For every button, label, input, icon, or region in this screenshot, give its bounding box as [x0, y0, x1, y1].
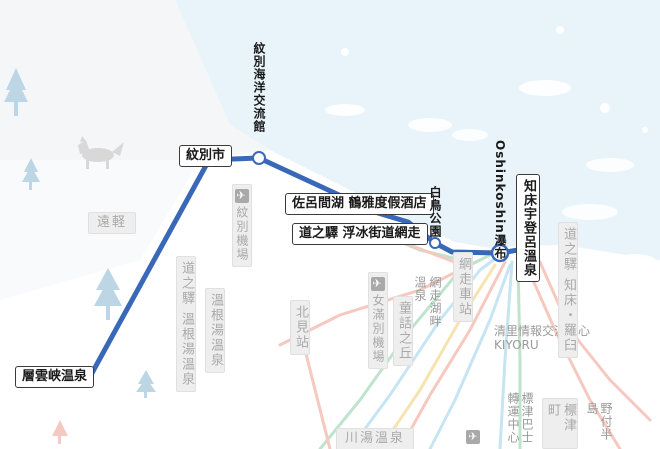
place-kitami-station: 北見站 — [290, 300, 310, 355]
place-abashiri-lakeside: 網走湖畔 — [428, 276, 442, 328]
tree-icon — [94, 268, 122, 320]
airport-icon: ✈ — [235, 189, 249, 203]
node-hakucho[interactable] — [429, 237, 441, 249]
place-monbetsu-airport: ✈紋別機場 — [232, 184, 252, 267]
tree-icon — [136, 370, 156, 398]
station-hakucho-koen[interactable]: 白鳥公園 — [428, 186, 442, 238]
station-oshinkoshin-falls[interactable]: Oshinkoshin瀑布 — [493, 140, 507, 260]
land-shade — [0, 0, 270, 160]
place-shibetsu-bus-center: 標津巴士轉運中心 — [506, 392, 534, 444]
tree-icon — [4, 68, 28, 116]
location-dot-icon — [568, 404, 576, 412]
place-engaru: 遠軽 — [88, 212, 137, 234]
airport-icon: ✈ — [466, 430, 480, 444]
place-douwa-no-oka: 童話之丘 — [393, 296, 413, 366]
station-saroma-hotel[interactable]: 佐呂間湖 鶴雅度假酒店 — [285, 193, 434, 215]
place-onsen-small: 溫泉 — [413, 276, 427, 302]
place-abashiri-station: 網走車站 — [453, 252, 473, 322]
node-monbetsu[interactable] — [252, 151, 266, 165]
place-kawayu-onsen: 川湯溫泉 — [336, 428, 415, 449]
station-sounkyo-onsen[interactable]: 層雲峡温泉 — [15, 366, 95, 388]
station-monbetsu-kaiyo-koryukan[interactable]: 紋別海洋交流館 — [252, 42, 266, 133]
place-michinoeki-shiretoko-rausu: 道之驛 知床・羅臼 — [558, 222, 578, 359]
tree-icon — [52, 420, 68, 444]
place-onneyu-onsen: 溫根湯溫泉 — [205, 288, 225, 373]
place-michinoeki-onneyu: 道之驛 溫根湯溫泉 — [176, 256, 196, 393]
place-memanbetsu-airport: ✈女滿別機場 — [368, 272, 388, 369]
tree-icon — [22, 158, 40, 190]
sea-sparkles — [341, 26, 648, 133]
sea-clouds — [325, 80, 655, 266]
station-utoro-onsen[interactable]: 知床宇登呂溫泉 — [516, 174, 540, 282]
station-monbetsu-city[interactable]: 紋別市 — [179, 145, 233, 167]
fox-icon — [78, 136, 124, 169]
place-notsuke-peninsula: 野付半島 — [585, 402, 613, 441]
node-oshinkoshin[interactable] — [490, 243, 510, 263]
airport-icon: ✈ — [371, 277, 385, 291]
place-kiyoru: KIYORU — [494, 338, 539, 352]
station-michinoeki-abashiri[interactable]: 道之驛 浮冰街道網走 — [292, 223, 428, 245]
